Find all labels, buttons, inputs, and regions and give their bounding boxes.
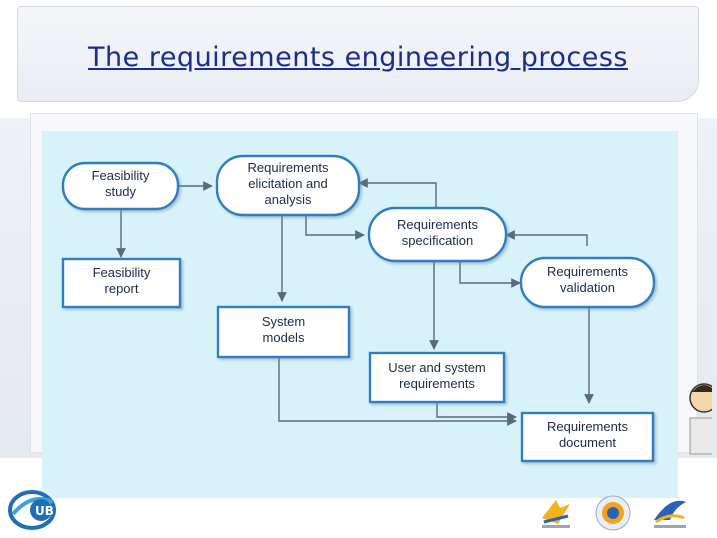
partner-logo-3-icon — [650, 494, 690, 535]
node-label-line: specification — [402, 233, 474, 248]
title-band — [17, 6, 699, 102]
edge-user-req-to-document — [436, 402, 517, 422]
node-label-line: report — [105, 281, 139, 296]
partner-logo-1-icon — [538, 494, 574, 535]
edge-validation-to-spec — [505, 230, 588, 246]
node-label-line: User and system — [388, 360, 486, 375]
node-label-line: Requirements — [397, 217, 478, 232]
edge-elicitation-to-spec — [305, 215, 365, 240]
edge-spec-to-validation — [459, 261, 521, 288]
edge-models-to-document — [278, 357, 517, 426]
node-label-line: Requirements — [547, 264, 628, 279]
node-label-line: System — [262, 314, 305, 329]
node-label-line: study — [105, 184, 137, 199]
node-label-line: document — [559, 435, 616, 450]
node-label-line: elicitation and — [248, 176, 328, 191]
node-label-line: requirements — [399, 376, 475, 391]
node-label-line: analysis — [265, 192, 312, 207]
slide-title: The requirements engineering process — [88, 42, 628, 73]
node-label-line: Requirements — [248, 160, 329, 175]
partner-logo-2-icon — [594, 494, 632, 537]
node-label-line: Requirements — [547, 419, 628, 434]
node-label-line: Feasibility — [92, 168, 150, 183]
ub-logo-icon: UB — [5, 484, 59, 537]
edge-spec-to-elicitation — [358, 178, 437, 208]
svg-text:UB: UB — [35, 504, 54, 518]
diagram-edges — [116, 178, 594, 426]
node-label-line: models — [263, 330, 305, 345]
node-label-line: validation — [560, 280, 615, 295]
decorative-illustration-icon — [682, 378, 717, 458]
node-label-line: Feasibility — [93, 265, 151, 280]
